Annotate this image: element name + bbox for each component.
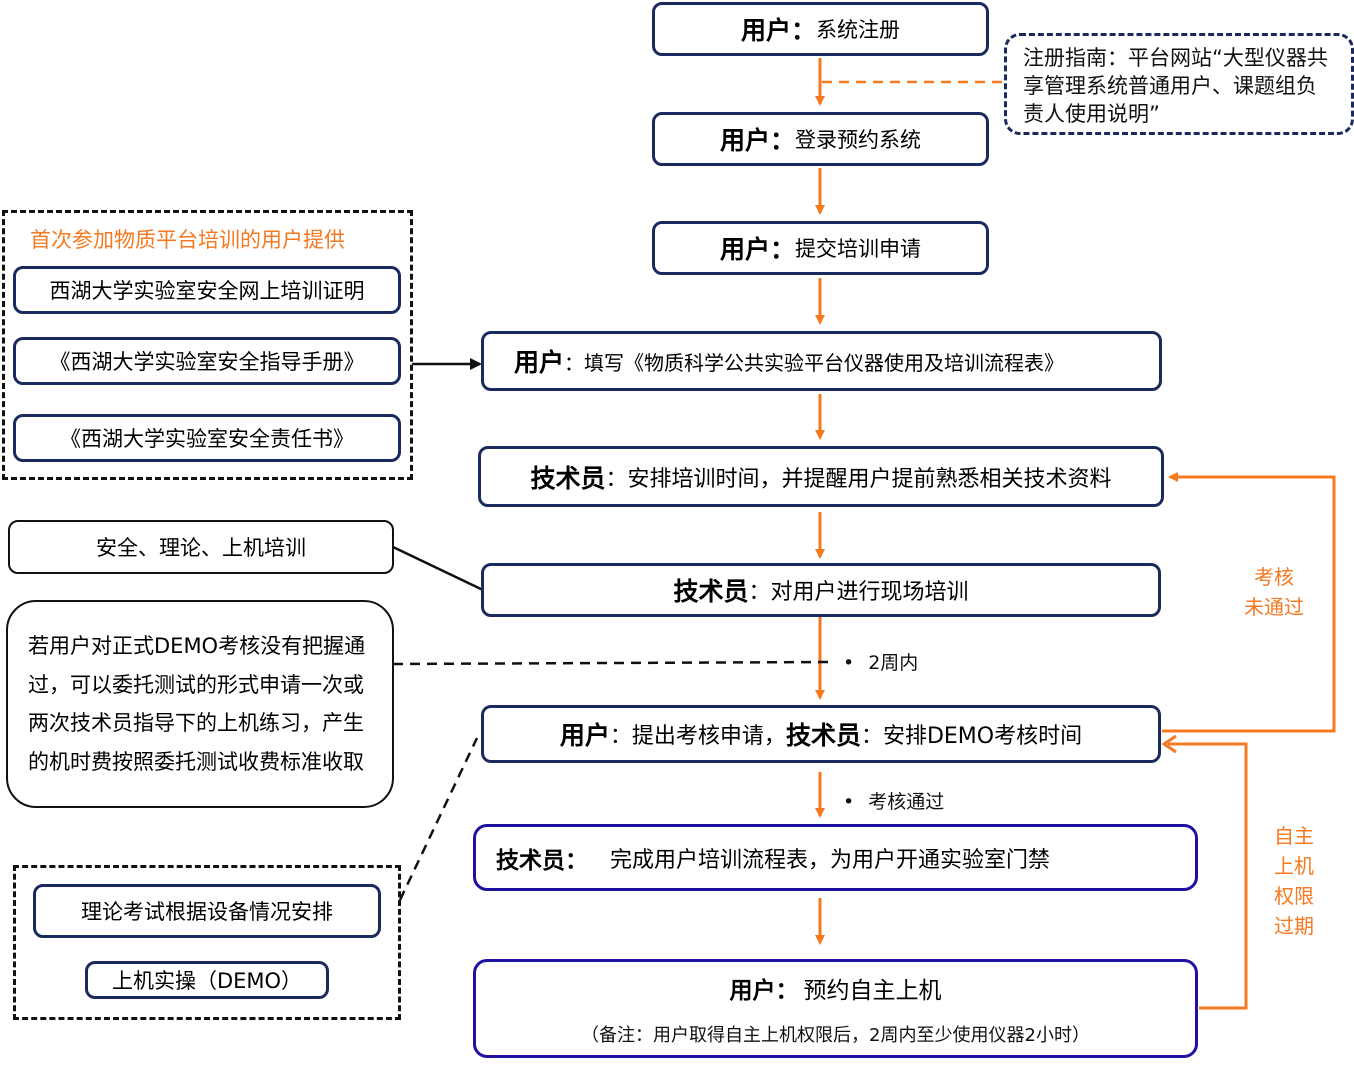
step-fill-form[interactable]: 用户 ：填写《物质科学公共实验平台仪器使用及培训流程表》 bbox=[481, 331, 1162, 391]
step-schedule-training[interactable]: 技术员 ：安排培训时间，并提醒用户提前熟悉相关技术资料 bbox=[478, 446, 1164, 507]
step-text: 登录预约系统 bbox=[795, 128, 921, 152]
arrowhead-permission-expired bbox=[1161, 734, 1177, 754]
label-line: 过期 bbox=[1274, 914, 1314, 938]
step-text: 提交培训申请 bbox=[795, 237, 921, 261]
role-label: 用户： bbox=[719, 126, 795, 155]
training-content-note: 安全、理论、上机培训 bbox=[8, 520, 394, 574]
step-text: ：提出考核申请， bbox=[609, 724, 786, 749]
label-line: 上机 bbox=[1274, 854, 1314, 878]
label-exam-failed: 考核 未通过 bbox=[1238, 562, 1310, 622]
registration-guide-text: 注册指南：平台网站“大型仪器共享管理系统普通用户、课题组负责人使用说明” bbox=[1023, 46, 1328, 126]
step-text: ：安排培训时间，并提醒用户提前熟悉相关技术资料 bbox=[605, 466, 1112, 492]
connector-exam-group bbox=[398, 737, 479, 901]
label-line: 未通过 bbox=[1244, 595, 1304, 619]
step-text: ：对用户进行现场培训 bbox=[748, 580, 969, 605]
commission-test-note: 若用户对正式DEMO考核没有把握通过，可以委托测试的形式申请一次或两次技术员指导… bbox=[6, 600, 394, 808]
label-exam-passed: • 考核通过 bbox=[843, 787, 944, 814]
role-label: 技术员 bbox=[673, 577, 749, 606]
bullet: • bbox=[843, 652, 855, 674]
step-heading: 用户： 预约自主上机 bbox=[729, 971, 941, 1005]
label-text: 2周内 bbox=[868, 652, 919, 674]
doc-label: 《西湖大学实验室安全指导手册》 bbox=[49, 350, 365, 374]
exam-theory[interactable]: 理论考试根据设备情况安排 bbox=[33, 884, 381, 938]
label-line: 考核 bbox=[1254, 565, 1294, 589]
step-login[interactable]: 用户： 登录预约系统 bbox=[652, 112, 989, 166]
commission-test-text: 若用户对正式DEMO考核没有把握通过，可以委托测试的形式申请一次或两次技术员指导… bbox=[28, 634, 366, 774]
step-note: （备注：用户取得自主上机权限后，2周内至少使用仪器2小时） bbox=[581, 1024, 1090, 1046]
label-line: 自主 bbox=[1274, 824, 1314, 848]
step-register[interactable]: 用户： 系统注册 bbox=[652, 2, 989, 56]
exam-label: 理论考试根据设备情况安排 bbox=[81, 900, 333, 924]
first-time-documents-group bbox=[2, 210, 413, 480]
role-label-2: 技术员 bbox=[785, 721, 861, 750]
step-exam-request[interactable]: 用户 ：提出考核申请， 技术员 ：安排DEMO考核时间 bbox=[481, 705, 1161, 763]
connector-training-note bbox=[392, 545, 484, 592]
doc-safety-manual[interactable]: 《西湖大学实验室安全指导手册》 bbox=[13, 337, 401, 385]
doc-online-safety-cert[interactable]: 西湖大学实验室安全网上培训证明 bbox=[13, 266, 401, 314]
step-text: 完成用户培训流程表，为用户开通实验室门禁 bbox=[610, 847, 1051, 873]
label-permission-expired: 自主 上机 权限 过期 bbox=[1268, 821, 1320, 941]
step-submit-training[interactable]: 用户： 提交培训申请 bbox=[652, 221, 989, 275]
role-label: 用户 bbox=[514, 348, 565, 377]
exam-label: 上机实操（DEMO） bbox=[111, 969, 303, 993]
role-label: 用户： bbox=[729, 977, 799, 1004]
label-line: 权限 bbox=[1274, 884, 1314, 908]
connector-commission-note bbox=[392, 660, 829, 666]
role-label: 技术员： bbox=[496, 847, 588, 874]
step-book-instrument[interactable]: 用户： 预约自主上机 （备注：用户取得自主上机权限后，2周内至少使用仪器2小时） bbox=[473, 959, 1198, 1058]
doc-label: 《西湖大学实验室安全责任书》 bbox=[60, 427, 354, 451]
step-complete-form[interactable]: 技术员： 完成用户培训流程表，为用户开通实验室门禁 bbox=[473, 824, 1198, 891]
role-label: 技术员 bbox=[530, 463, 606, 493]
label-text: 考核通过 bbox=[868, 791, 945, 813]
step-text: 预约自主上机 bbox=[803, 977, 942, 1004]
role-label: 用户 bbox=[559, 721, 610, 750]
role-label: 用户： bbox=[719, 235, 795, 264]
exam-group bbox=[13, 865, 401, 1020]
registration-guide-note: 注册指南：平台网站“大型仪器共享管理系统普通用户、课题组负责人使用说明” bbox=[1004, 33, 1354, 135]
training-content-text: 安全、理论、上机培训 bbox=[96, 536, 306, 560]
doc-label: 西湖大学实验室安全网上培训证明 bbox=[49, 279, 365, 303]
step-onsite-training[interactable]: 技术员 ：对用户进行现场培训 bbox=[481, 563, 1161, 617]
doc-safety-responsibility[interactable]: 《西湖大学实验室安全责任书》 bbox=[13, 414, 401, 462]
role-label: 用户： bbox=[740, 16, 816, 45]
exam-demo[interactable]: 上机实操（DEMO） bbox=[85, 961, 329, 999]
step-text: ：填写《物质科学公共实验平台仪器使用及培训流程表》 bbox=[564, 350, 1065, 375]
label-within-2-weeks: • 2周内 bbox=[843, 648, 918, 675]
bullet: • bbox=[843, 791, 855, 813]
first-time-group-title: 首次参加物质平台培训的用户提供 bbox=[30, 228, 345, 252]
step-text-2: ：安排DEMO考核时间 bbox=[860, 724, 1083, 749]
step-text: 系统注册 bbox=[816, 18, 900, 42]
